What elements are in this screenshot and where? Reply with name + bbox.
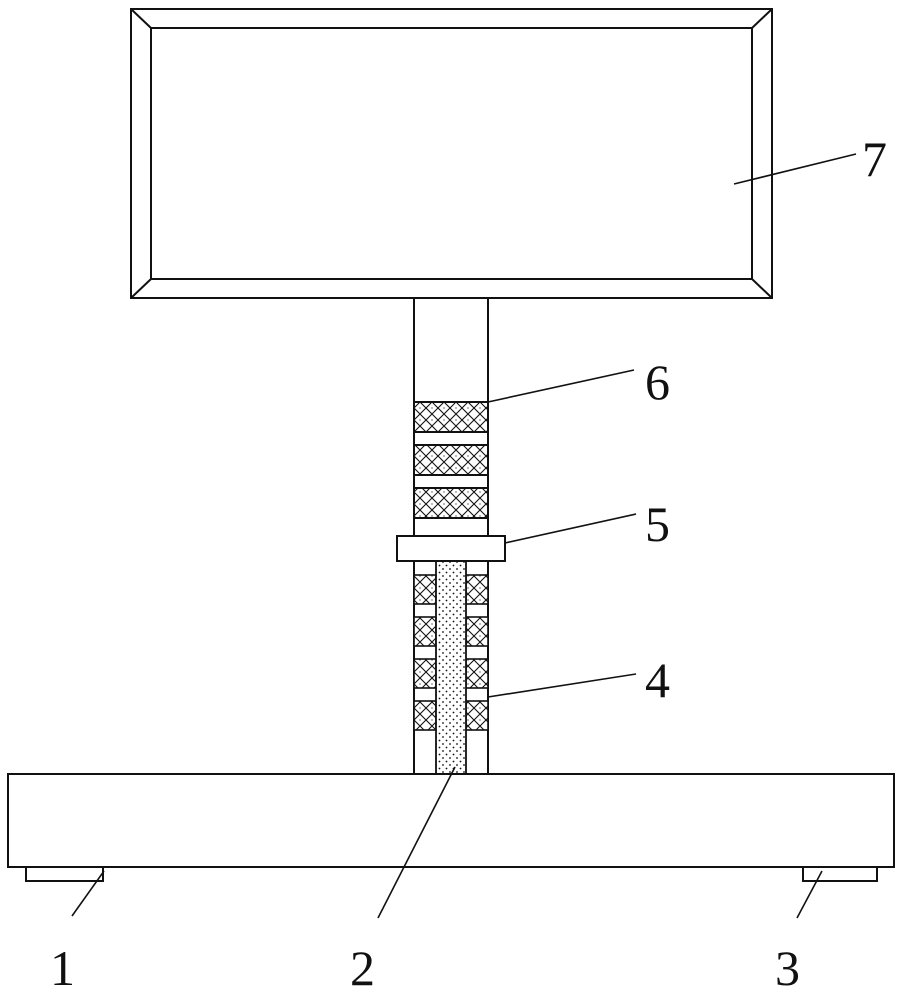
label-6: 6	[645, 354, 670, 410]
base	[7, 773, 895, 868]
leader-2	[377, 766, 456, 919]
label-7: 7	[862, 131, 887, 187]
display-board	[130, 8, 773, 299]
label-5: 5	[645, 496, 670, 552]
inner-rod	[435, 560, 467, 775]
foot-pads	[25, 866, 878, 882]
label-3: 3	[775, 940, 800, 996]
label-4: 4	[645, 652, 670, 708]
leader-3	[796, 870, 823, 919]
upper-sleeve-pads	[413, 401, 489, 519]
label-1: 1	[50, 940, 75, 996]
clamp-collar	[396, 535, 506, 562]
leader-4	[487, 673, 637, 698]
part-labels: 7 6 5 4 1 2 3	[50, 131, 887, 996]
leader-6	[487, 369, 635, 403]
leader-1	[71, 870, 105, 917]
leader-5	[504, 513, 637, 544]
label-2: 2	[350, 940, 375, 996]
leader-7	[733, 153, 857, 185]
leader-lines	[71, 153, 857, 919]
